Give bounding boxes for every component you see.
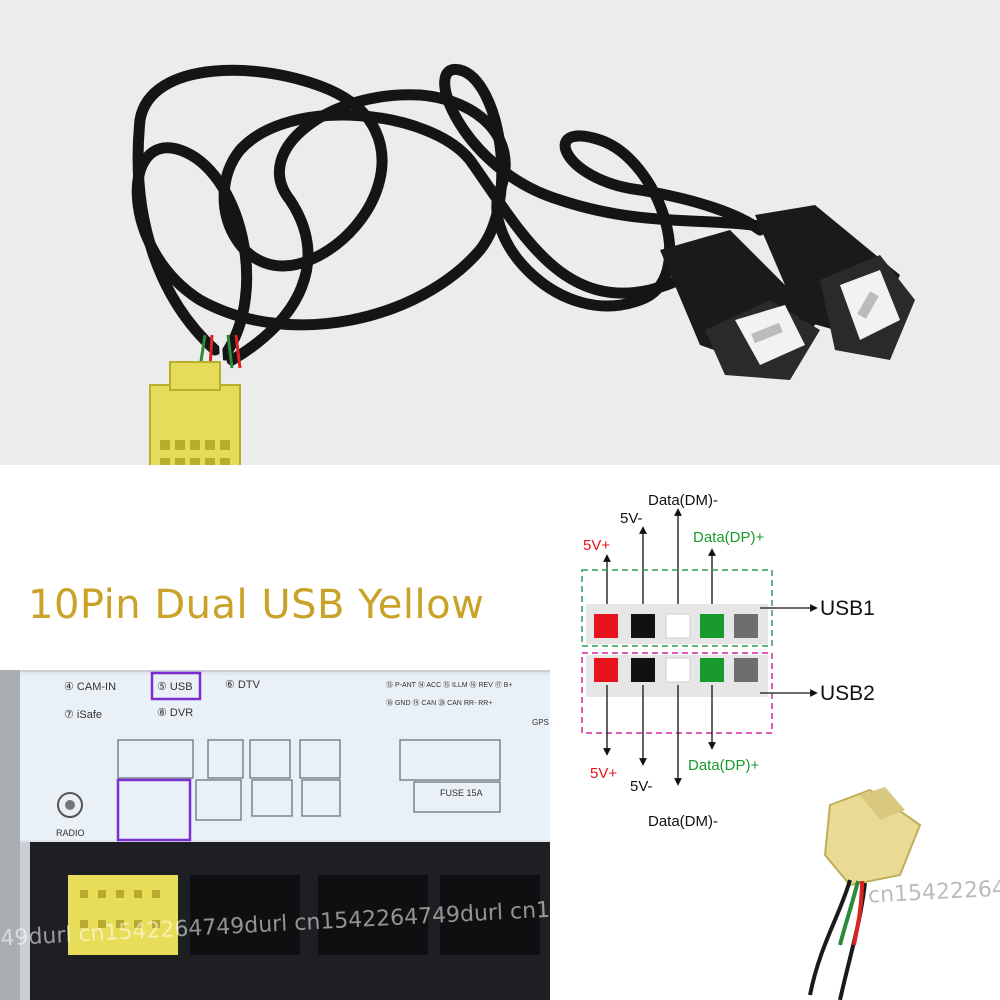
panel-label-dtv: ⑥ DTV xyxy=(225,679,260,691)
head-unit-panel-svg xyxy=(0,670,550,1000)
panel-label-gps: GPS xyxy=(532,718,549,727)
usb-port-2 xyxy=(755,205,915,360)
radio-socket-icon xyxy=(57,792,83,818)
usb1-pin-grey xyxy=(734,614,758,638)
label-bottom-data-dm: Data(DM)- xyxy=(648,813,718,830)
usb2-pin-grey xyxy=(734,658,758,682)
label-bottom-5v-minus: 5V- xyxy=(630,778,653,795)
head-unit-photo: ④ CAM-IN ⑤ USB ⑥ DTV ⑦ iSafe ⑧ DVR ⑬ P-A… xyxy=(0,670,550,1000)
pinout-svg: Data(DM)- 5V- 5V+ Data(DP)+ USB1 USB2 xyxy=(581,492,875,830)
panel-label-cam-in: ④ CAM-IN xyxy=(64,681,117,693)
label-bottom-data-dp: Data(DP)+ xyxy=(688,757,760,774)
usb2-pin-green xyxy=(700,658,724,682)
usb-highlight-box xyxy=(150,671,202,701)
label-top-data-dm: Data(DM)- xyxy=(648,492,718,509)
usb1-pin-green xyxy=(700,614,724,638)
usb2-pin-red xyxy=(594,658,618,682)
usb1-pin-black xyxy=(631,614,655,638)
panel-label-usb: ⑤ USB xyxy=(157,681,193,693)
usb1-dashed-box xyxy=(581,569,773,647)
yellow-usb-socket xyxy=(68,875,178,955)
connector-closeup-photo xyxy=(790,785,1000,1000)
usb2-pin-white xyxy=(665,657,691,683)
label-bottom-5v-plus: 5V+ xyxy=(590,765,617,782)
label-top-data-dp: Data(DP)+ xyxy=(693,529,765,546)
usb-connector-highlight-box xyxy=(116,778,192,842)
yellow-connector xyxy=(149,361,241,465)
connector-closeup-svg xyxy=(790,785,1000,1000)
usb1-pin-white xyxy=(665,613,691,639)
panel-label-dvr: ⑧ DVR xyxy=(157,707,194,719)
usb1-label: USB1 xyxy=(820,597,875,620)
panel-label-isafe: ⑦ iSafe xyxy=(64,709,102,721)
panel-label-fuse: FUSE 15A xyxy=(440,788,483,798)
usb2-pin-black xyxy=(631,658,655,682)
panel-label-radio: RADIO xyxy=(56,828,85,838)
usb2-label: USB2 xyxy=(820,682,875,705)
usb1-pin-red xyxy=(594,614,618,638)
product-photo-cable xyxy=(0,0,1000,465)
label-top-5v-minus: 5V- xyxy=(620,510,643,527)
panel-legend-row2: ⑱ GND ⑲ CAN ⑳ CAN RR- RR+ xyxy=(386,700,493,707)
panel-legend-row1: ⑬ P-ANT ⑭ ACC ⑮ ILLM ⑯ REV ⑰ B+ xyxy=(386,682,513,689)
cable-illustration xyxy=(131,63,915,465)
pinout-diagram: Data(DM)- 5V- 5V+ Data(DP)+ USB1 USB2 xyxy=(570,480,1000,830)
usb-port-1 xyxy=(660,230,820,380)
label-top-5v-plus: 5V+ xyxy=(583,537,610,554)
product-title: 10Pin Dual USB Yellow xyxy=(28,582,485,628)
